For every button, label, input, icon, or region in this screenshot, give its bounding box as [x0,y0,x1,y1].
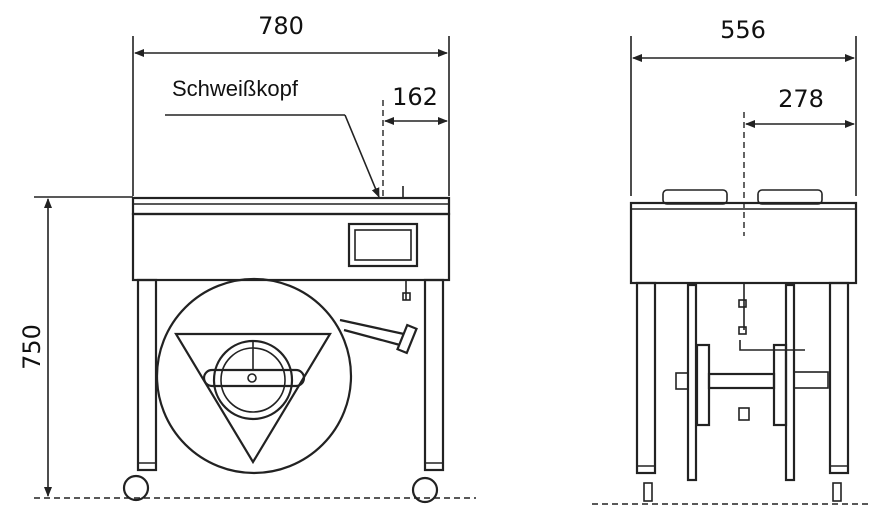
dimension-556: 556 [630,16,857,196]
dimension-750: 750 [18,196,133,497]
dim-750-label: 750 [18,324,46,370]
machine-body-side [629,189,858,285]
dim-278-label: 278 [778,85,824,113]
welding-head-callout: Schweißkopf [165,76,380,198]
side-view: 556 278 [592,16,871,505]
side-legs [635,281,850,502]
front-view: 780 Schweißkopf 162 750 [18,12,476,504]
dim-780-label: 780 [258,12,304,40]
dimension-162: 162 [382,83,448,196]
casters [122,474,439,504]
welding-head-label: Schweißkopf [172,76,299,101]
dim-556-label: 556 [720,16,766,44]
dim-162-label: 162 [392,83,438,111]
dimension-278: 278 [743,85,855,236]
reel-side [675,283,829,482]
strap-reel [155,277,418,475]
machine-body-front [131,186,451,301]
dimension-780: 780 [132,12,450,196]
